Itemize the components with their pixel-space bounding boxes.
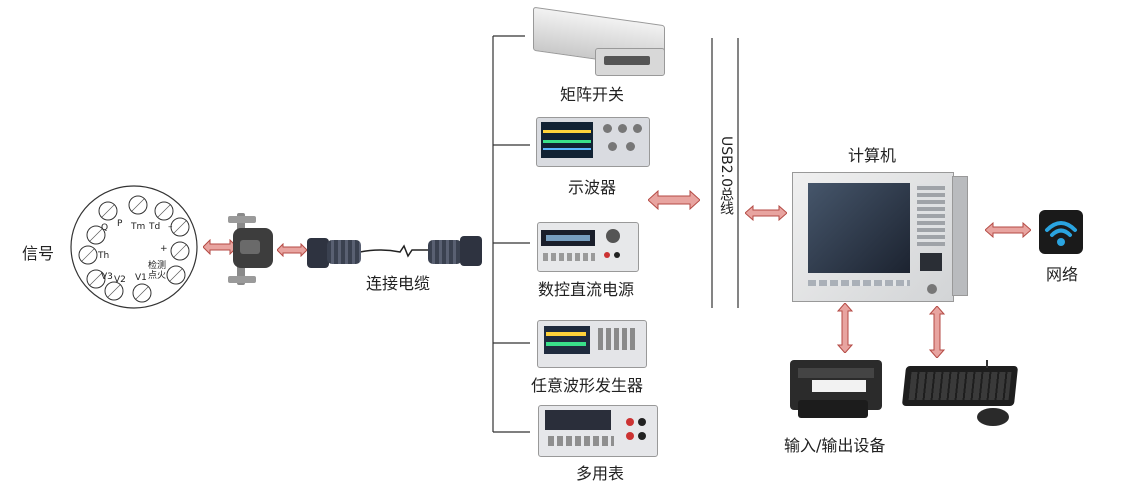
pin-tm: Tm: [131, 222, 146, 232]
signal-label: 信号: [22, 244, 55, 263]
cable-label: 连接电缆: [366, 274, 431, 293]
pin-ignition-check: 检测点火: [148, 261, 167, 281]
pin-minus: –: [168, 222, 173, 232]
instrument-label-matrix-switch: 矩阵开关: [560, 85, 625, 104]
double-arrow-icon: [837, 303, 853, 353]
pin-th: Th: [98, 251, 110, 261]
pin-v3: V3: [101, 272, 113, 282]
usb-bus-label: USB2.0总线: [718, 136, 734, 216]
io-devices-label: 输入/输出设备: [784, 436, 886, 455]
pin-plus: +: [160, 244, 168, 254]
double-arrow-icon: [203, 239, 237, 255]
instrument-label-multimeter: 多用表: [576, 464, 625, 483]
double-arrow-icon: [277, 243, 307, 257]
pin-td: Td: [149, 222, 161, 232]
double-arrow-icon: [929, 306, 945, 358]
instrument-label-oscilloscope: 示波器: [568, 178, 617, 197]
double-arrow-icon: [985, 222, 1031, 238]
instrument-label-dc-power-supply: 数控直流电源: [538, 280, 635, 299]
double-arrow-icon: [648, 190, 700, 210]
pin-p: P: [117, 219, 123, 229]
wifi-icon: [1045, 221, 1077, 246]
pin-q: Q: [101, 223, 109, 233]
connector-face-diagram: [70, 185, 198, 309]
instrument-label-waveform-generator: 任意波形发生器: [531, 376, 644, 395]
network-label: 网络: [1046, 265, 1079, 284]
double-arrow-icon: [745, 205, 787, 221]
pin-v1: V1: [135, 273, 147, 283]
computer-label: 计算机: [848, 146, 897, 165]
pin-v2: V2: [114, 275, 126, 285]
